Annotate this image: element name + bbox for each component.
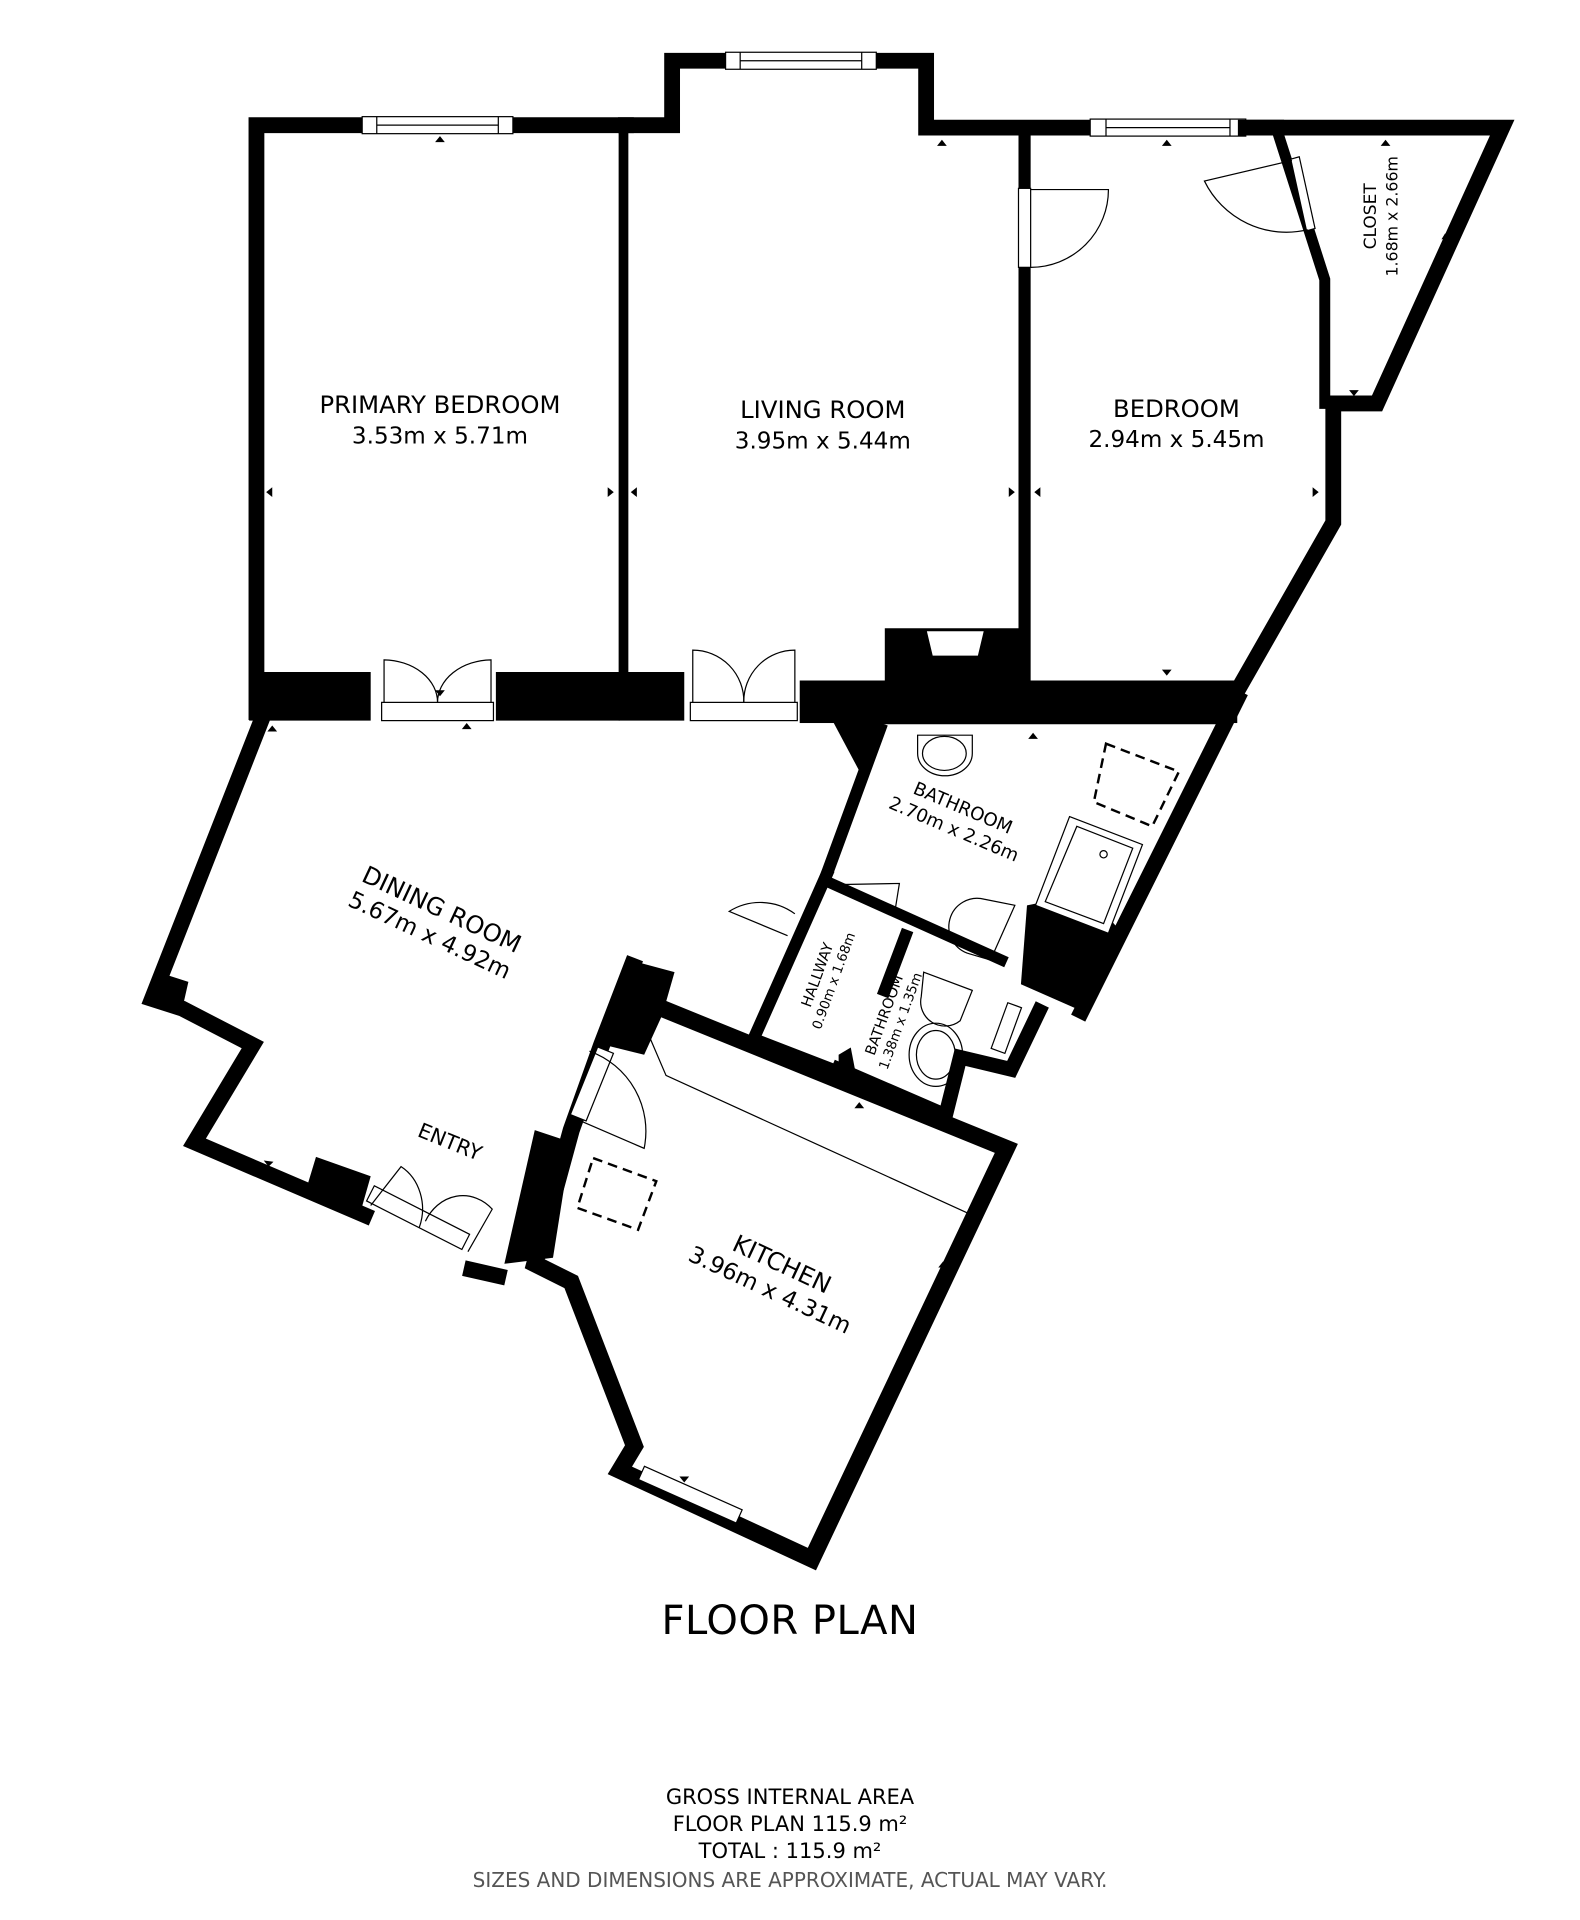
room-primary-bedroom <box>248 116 634 722</box>
size-living-room: 3.95m x 5.44m <box>735 428 911 454</box>
disclaimer: SIZES AND DIMENSIONS ARE APPROXIMATE, AC… <box>472 1868 1108 1892</box>
label-entry: ENTRY <box>414 1118 485 1165</box>
size-bedroom: 2.94m x 5.45m <box>1088 427 1264 453</box>
label-primary-bedroom: PRIMARY BEDROOM <box>319 390 560 419</box>
gia-floor-plan: FLOOR PLAN 115.9 m² <box>672 1812 908 1836</box>
room-bathroom-main <box>818 688 1248 1022</box>
room-bedroom <box>1024 118 1515 724</box>
label-closet: CLOSET <box>1361 183 1381 250</box>
room-dining-room <box>141 710 508 1286</box>
room-kitchen <box>504 955 1018 1571</box>
label-bedroom: BEDROOM <box>1113 394 1240 423</box>
area-summary: GROSS INTERNAL AREA FLOOR PLAN 115.9 m² … <box>0 1784 1580 1865</box>
size-closet: 1.68m x 2.66m <box>1383 156 1402 276</box>
gia-total: TOTAL : 115.9 m² <box>698 1839 882 1863</box>
dimension-markers <box>263 136 1449 1483</box>
plan-title: FLOOR PLAN <box>661 1598 919 1644</box>
label-living-room: LIVING ROOM <box>740 395 905 424</box>
size-primary-bedroom: 3.53m x 5.71m <box>352 424 528 450</box>
gia-heading: GROSS INTERNAL AREA <box>665 1785 915 1809</box>
room-living-room <box>618 51 1285 724</box>
